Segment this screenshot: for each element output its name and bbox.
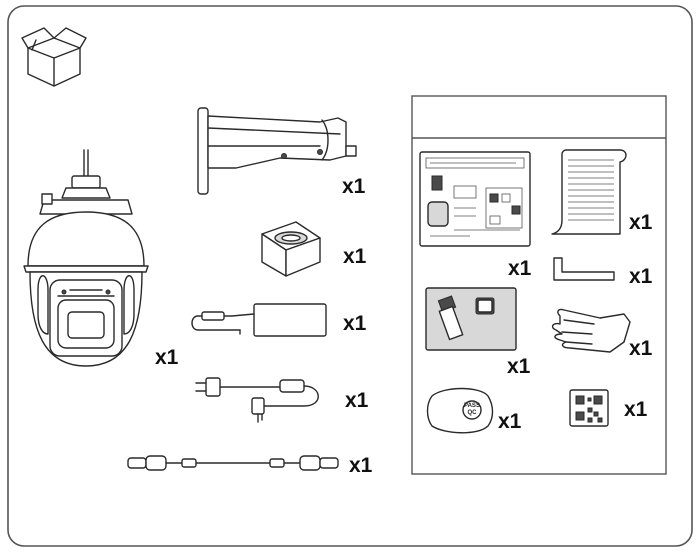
qty-power-cord: x1 <box>345 389 369 412</box>
outer-frame <box>7 5 693 547</box>
qty-screw-pack: x1 <box>507 355 531 378</box>
power-adapter-icon <box>191 303 327 337</box>
qty-camera: x1 <box>155 346 179 369</box>
qty-pass-label: x1 <box>498 410 522 433</box>
wall-mount-bracket-icon <box>197 107 357 195</box>
open-box-icon <box>21 27 87 87</box>
qty-gloves: x1 <box>629 337 653 360</box>
document-sheet-icon <box>551 149 627 235</box>
quick-guide-icon <box>419 151 531 247</box>
qty-quick-guide: x1 <box>508 257 532 280</box>
qty-wall-mount-bracket: x1 <box>342 175 366 198</box>
screw-pack-icon <box>425 287 517 351</box>
pass-label-sub: QC <box>467 410 477 416</box>
qty-qr-code-label: x1 <box>624 398 648 421</box>
qty-cable: x1 <box>349 454 373 477</box>
cable-icon <box>127 455 339 471</box>
hex-key-icon <box>553 257 615 281</box>
qty-document-sheet: x1 <box>629 211 653 234</box>
qty-hex-key: x1 <box>629 265 653 288</box>
ptz-camera-icon <box>23 149 149 367</box>
qr-code-icon <box>569 389 609 427</box>
power-cord-icon <box>195 377 319 423</box>
pass-label-icon <box>426 387 494 434</box>
gloves-icon <box>551 308 631 353</box>
desiccant-icon <box>261 221 321 277</box>
pass-label-text: PASS QC <box>463 403 481 417</box>
qty-power-adapter: x1 <box>343 312 367 335</box>
pass-label-main: PASS <box>464 403 480 409</box>
qty-desiccant: x1 <box>343 245 367 268</box>
